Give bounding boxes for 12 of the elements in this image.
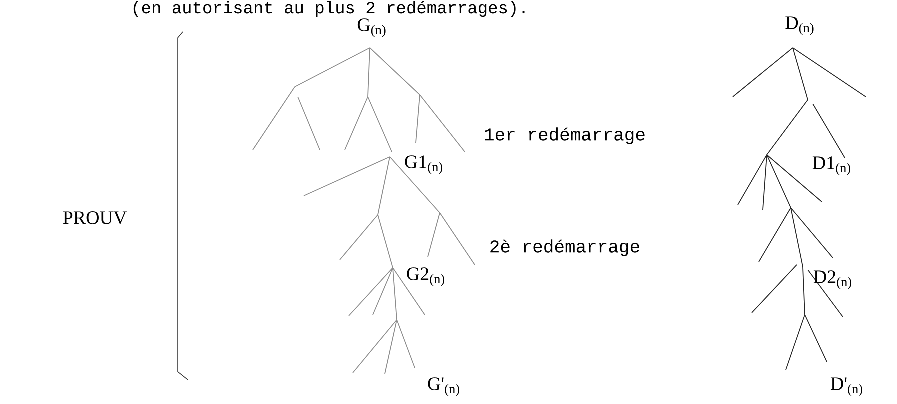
tree-label: G1$_{(n)}$ xyxy=(405,156,443,174)
tree-label: 2è redémarrage xyxy=(490,240,640,256)
tree-label: D2$_{(n)}$ xyxy=(814,270,852,290)
tree-label: 1er redémarrage xyxy=(485,128,645,144)
heading: (en autorisant au plus 2 redémarrages). xyxy=(134,1,525,18)
tree-label: D$_{(n)}$ xyxy=(786,16,814,36)
tree-label: D'$_{(n)}$ xyxy=(830,378,862,396)
tree-label: D1$_{(n)}$ xyxy=(812,156,851,176)
tree-label: G$_{(n)}$ xyxy=(358,18,386,38)
tree-label: G'$_{(n)}$ xyxy=(428,378,460,396)
tree-label: G2$_{(n)}$ xyxy=(407,268,445,286)
tree-label: PROUV xyxy=(63,212,127,224)
